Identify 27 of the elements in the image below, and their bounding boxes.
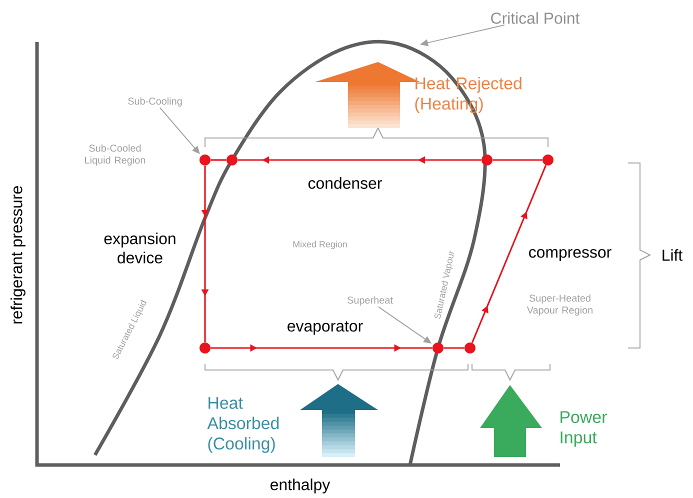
- state-point: [464, 342, 476, 354]
- component-label: condenser: [308, 177, 382, 189]
- cycle-line: [444, 347, 464, 349]
- lift-label: Lift: [662, 249, 683, 261]
- heat-label: Heat Absorbed (Cooling): [207, 397, 279, 453]
- cycle-line: [210, 159, 226, 161]
- region-label: Mixed Region: [293, 240, 347, 250]
- state-point: [200, 154, 210, 166]
- cycle-line: [471, 164, 547, 344]
- callout-text: Critical Point: [491, 12, 580, 24]
- axis-label: refrigerant pressure: [10, 186, 26, 324]
- callout-text: Sub-Cooling: [128, 97, 182, 107]
- component-label: expansion device: [104, 232, 176, 264]
- cycle-line: [492, 159, 542, 161]
- callout-text: Superheat: [347, 296, 393, 306]
- state-point: [432, 342, 444, 354]
- curve-label: Saturated Vapour: [434, 250, 454, 319]
- component-label: compressor: [529, 249, 612, 261]
- power-label: Power Input: [560, 411, 607, 447]
- state-point: [226, 154, 238, 166]
- state-point: [200, 342, 210, 354]
- state-point: [542, 154, 554, 166]
- region-label: Sub-Cooled Liquid Region: [85, 144, 146, 166]
- region-label: Super-Heated Vapour Region: [526, 294, 592, 316]
- state-point: [482, 154, 492, 166]
- axis-label: enthalpy: [270, 478, 330, 494]
- component-label: evaporator: [288, 321, 363, 335]
